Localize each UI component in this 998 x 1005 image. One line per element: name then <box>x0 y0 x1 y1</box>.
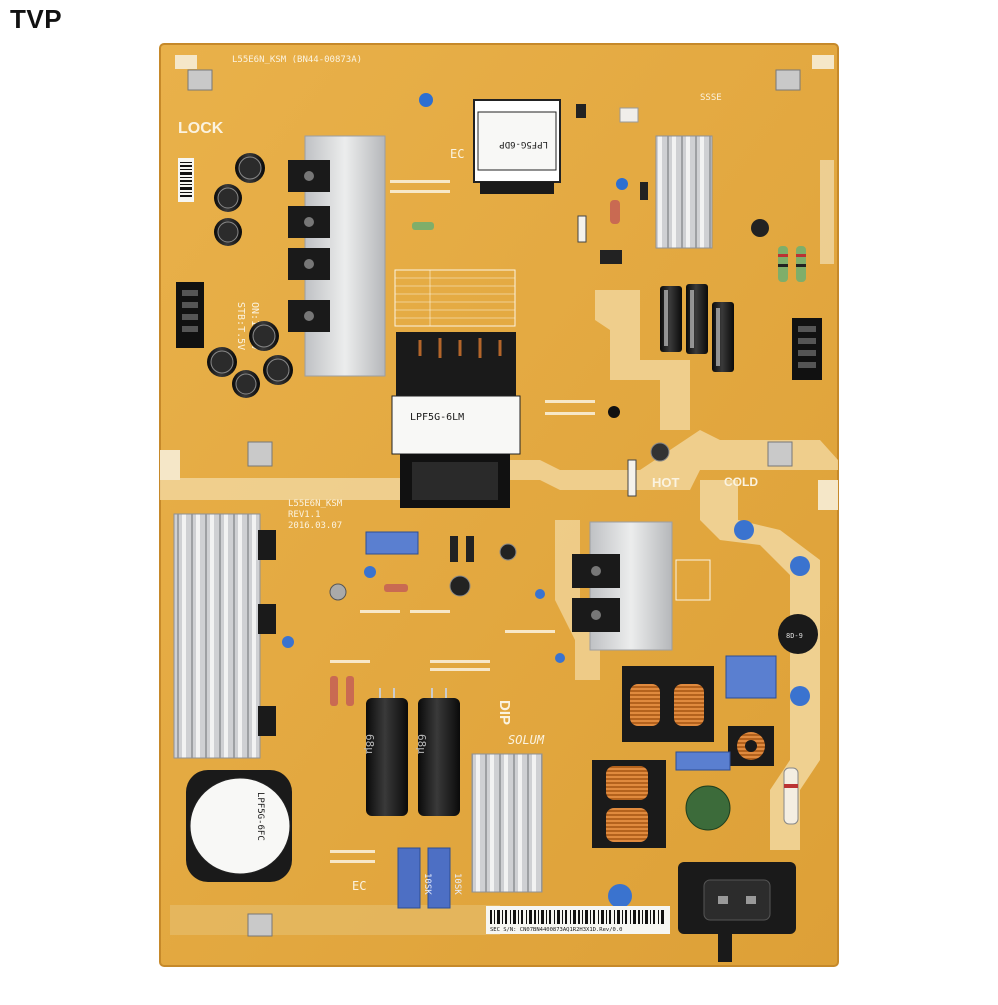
small-choke <box>728 726 774 766</box>
common-mode-choke-2 <box>592 760 666 848</box>
output-capacitors <box>660 284 734 372</box>
serial-text: SEC S/N: CN07BN4400873AQ1R2H3X1D.Rev/0.0 <box>490 927 622 933</box>
standby-label-1: STB:T.5V <box>235 302 246 350</box>
y-capacitors <box>282 520 810 908</box>
fuse <box>783 767 799 825</box>
ec-mark-top: EC <box>450 147 464 161</box>
revision-label: REV1.1 <box>288 510 321 520</box>
top-transformer-label: LPF5G-6DP <box>499 139 548 149</box>
x-capacitors: 10SK 10SK <box>397 847 462 909</box>
bulk-cap-2-label: 68μ <box>415 734 428 754</box>
output-connector-left <box>176 282 204 348</box>
standby-transformer: LPF5G-6DP <box>473 99 561 194</box>
output-connector-right <box>792 318 822 380</box>
date-label: 2016.03.07 <box>288 521 342 531</box>
main-heatsink <box>572 521 711 651</box>
pfc-choke: LPF5G-6FC <box>186 770 292 882</box>
main-transformer: LPF5G-6LM <box>391 332 521 508</box>
blue-relay <box>365 531 419 555</box>
ksc-mark: SSSE <box>700 93 722 103</box>
small-components <box>329 93 769 601</box>
maker-logo: SOLUM <box>508 733 545 747</box>
ac-inlet <box>678 862 796 962</box>
thermistor-label: 8D-9 <box>786 632 803 640</box>
film-cap-1-label: 10SK <box>422 873 432 895</box>
bulk-capacitors: 68μ 68μ <box>330 676 460 816</box>
silkscreen-text: L55E6N_KSM (BN44-00873A) LOCK HOT COLD L… <box>178 55 758 893</box>
film-cap-2-label: 10SK <box>452 873 462 895</box>
mounting-clips <box>187 69 801 937</box>
right-edge-resistors <box>778 160 834 282</box>
secondary-heatsink <box>288 135 386 377</box>
dip-label: DIP <box>496 700 513 725</box>
cold-label: COLD <box>724 475 758 489</box>
barcode-sticker-left <box>178 158 194 202</box>
varistor: 8D-9 <box>685 614 818 831</box>
lock-label: LOCK <box>178 120 224 137</box>
serial-sticker: SEC S/N: CN07BN4400873AQ1R2H3X1D.Rev/0.0 <box>486 906 670 934</box>
standby-capacitors <box>207 153 293 398</box>
model-code-mid: L55E6N_KSM <box>288 499 343 509</box>
line-filter-capacitor <box>675 655 777 771</box>
common-mode-choke-1 <box>622 666 714 742</box>
ec-mark-bottom: EC <box>352 879 366 893</box>
hot-label: HOT <box>652 475 680 490</box>
bulk-cap-1-label: 68μ <box>363 734 376 754</box>
pfc-heatsink-left <box>173 513 276 759</box>
model-code-label: L55E6N_KSM (BN44-00873A) <box>232 55 362 65</box>
watermark-logo: TVP <box>10 4 63 34</box>
pfc-heatsink-top <box>655 135 713 249</box>
chip-resistors <box>610 107 648 224</box>
bottom-transformer-label: LPF5G-6FC <box>255 792 265 841</box>
bridge-heatsink <box>471 753 543 893</box>
main-transformer-label: LPF5G-6LM <box>410 412 464 423</box>
